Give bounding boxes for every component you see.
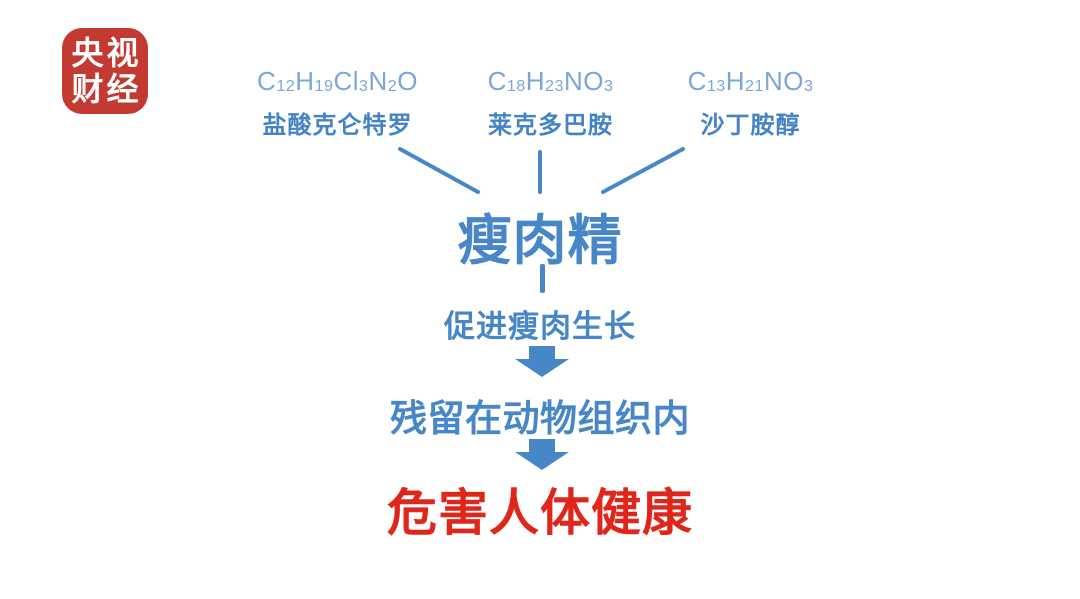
chemical-column-ractopamine: C18H23NO3 莱克多巴胺 (448, 64, 653, 140)
formula-segment: NO (563, 66, 604, 96)
formula-subscript: 13 (706, 76, 726, 95)
chemical-name-ractopamine: 莱克多巴胺 (488, 112, 613, 139)
down-arrow-1 (515, 346, 569, 377)
formula-segment: H (295, 66, 315, 96)
formula-subscript: 12 (276, 76, 296, 95)
flow-step-promote-growth: 促进瘦肉生长 (444, 309, 636, 344)
hub-term-lean-meat-powder: 瘦肉精 (457, 211, 623, 271)
formula-segment: C (257, 66, 277, 96)
cctv-finance-logo: 央视 财经 (62, 28, 148, 114)
formula-segment: C (487, 66, 507, 96)
logo-text-line2: 财经 (71, 71, 142, 107)
chemical-column-salbutamol: C13H21NO3 沙丁胺醇 (648, 64, 853, 140)
connector-line-right (601, 147, 685, 194)
down-arrow-shape (515, 346, 569, 377)
formula-segment: NO (763, 66, 804, 96)
formula-subscript: 3 (803, 76, 814, 95)
formula-segment: O (397, 66, 418, 96)
down-arrow-shape (515, 439, 569, 470)
formula-segment: Cl (333, 66, 359, 96)
formula-subscript: 19 (314, 76, 334, 95)
chemical-formula-ractopamine: C18H23NO3 (448, 64, 653, 102)
chemical-formula-clenbuterol: C12H19Cl3N2O (235, 64, 440, 102)
formula-segment: H (525, 66, 546, 96)
formula-segment: H (725, 66, 746, 96)
connector-line-left (398, 147, 480, 194)
formula-subscript: 23 (545, 76, 564, 95)
formula-segment: N (368, 66, 388, 96)
chemical-formula-salbutamol: C13H21NO3 (648, 64, 853, 102)
formula-segment: C (687, 66, 707, 96)
formula-subscript: 18 (506, 76, 526, 95)
chemical-name-clenbuterol: 盐酸克仑特罗 (262, 112, 413, 139)
down-arrow-2 (515, 439, 569, 470)
formula-subscript: 3 (359, 76, 369, 95)
flow-step-residue-in-tissue: 残留在动物组织内 (390, 398, 690, 439)
formula-subscript: 3 (603, 76, 614, 95)
vertical-connector (540, 264, 545, 293)
formula-subscript: 21 (745, 76, 764, 95)
chemical-name-salbutamol: 沙丁胺醇 (700, 112, 801, 139)
logo-text-line1: 央视 (71, 35, 142, 71)
chemical-column-clenbuterol: C12H19Cl3N2O 盐酸克仑特罗 (235, 64, 440, 140)
flow-step-harm-human-health: 危害人体健康 (387, 485, 693, 541)
formula-subscript: 2 (387, 76, 398, 95)
